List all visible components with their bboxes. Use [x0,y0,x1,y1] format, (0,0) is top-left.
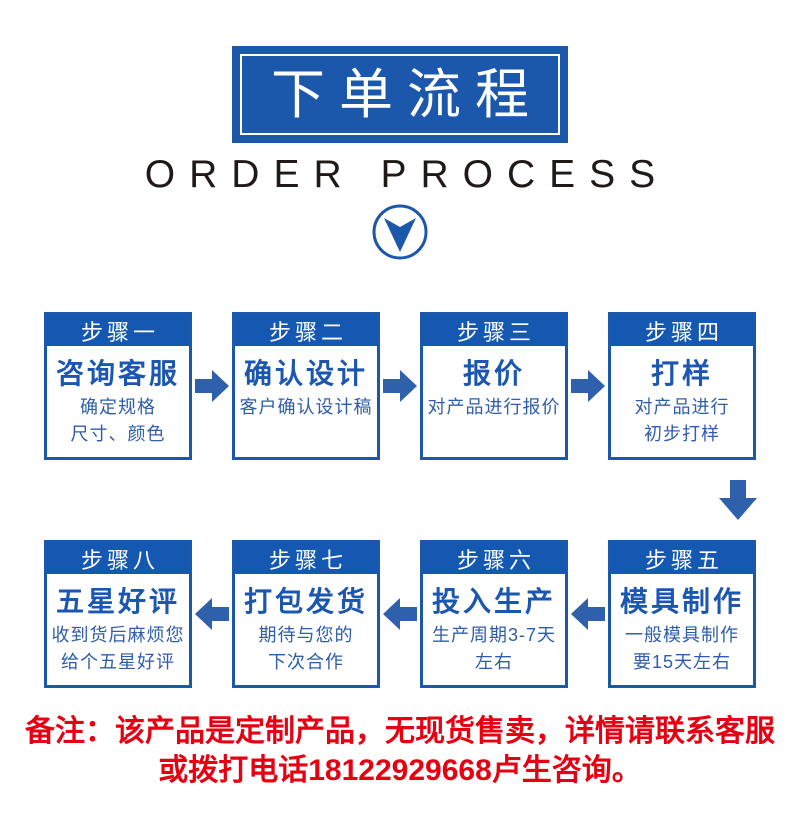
step-label: 步骤七 [235,543,377,574]
step-detail: 初步打样 [644,424,720,444]
arrow-right-icon [381,367,419,405]
step-title: 报价 [462,358,525,389]
step-card-1: 步骤一 咨询客服 确定规格 尺寸、颜色 [44,312,192,460]
step-label: 步骤三 [423,315,565,346]
arrow-left-icon [381,595,419,633]
remark-line-1: 备注：该产品是定制产品，无现货售卖，详情请联系客服 [25,715,775,748]
step-detail: 对产品进行 [634,397,730,417]
chevron-down-circle-icon [0,203,800,261]
arrow-left-icon [569,595,607,633]
arrow-right-icon [193,367,231,405]
step-label: 步骤五 [611,543,753,574]
step-label: 步骤六 [423,543,565,574]
step-title: 五星好评 [55,586,180,617]
step-title: 确认设计 [243,358,368,389]
title-banner-inner-border: 下单流程 [240,54,560,135]
step-detail: 生产周期3-7天 [431,625,556,645]
step-body: 咨询客服 确定规格 尺寸、颜色 [47,346,189,448]
step-label: 步骤一 [47,315,189,346]
remark-note: 备注：该产品是定制产品，无现货售卖，详情请联系客服 或拨打电话181229296… [0,712,800,790]
step-card-7: 步骤七 打包发货 期待与您的 下次合作 [232,540,380,688]
step-card-8: 步骤八 五星好评 收到货后麻烦您 给个五星好评 [44,540,192,688]
step-detail: 尺寸、颜色 [70,424,166,444]
step-detail: 期待与您的 [258,625,354,645]
step-label: 步骤八 [47,543,189,574]
remark-line-2: 或拨打电话18122929668卢生咨询。 [158,754,642,787]
step-body: 模具制作 一般模具制作 要15天左右 [611,574,753,676]
title-banner: 下单流程 [232,46,568,143]
flow-row-gap [44,460,757,540]
step-body: 五星好评 收到货后麻烦您 给个五星好评 [47,574,189,676]
step-title: 模具制作 [619,586,744,617]
step-card-6: 步骤六 投入生产 生产周期3-7天 左右 [420,540,568,688]
step-card-5: 步骤五 模具制作 一般模具制作 要15天左右 [608,540,756,688]
step-detail: 一般模具制作 [625,625,739,645]
step-label: 步骤四 [611,315,753,346]
step-body: 打包发货 期待与您的 下次合作 [235,574,377,676]
step-title: 打包发货 [243,586,368,617]
step-card-3: 步骤三 报价 对产品进行报价 [420,312,568,460]
step-title: 投入生产 [431,586,556,617]
flow-diagram: 步骤一 咨询客服 确定规格 尺寸、颜色 步骤二 确认设计 客户确认设计稿 [0,312,800,688]
arrow-down-icon [664,478,800,522]
step-card-4: 步骤四 打样 对产品进行 初步打样 [608,312,756,460]
step-title: 咨询客服 [55,358,180,389]
step-detail: 客户确认设计稿 [239,397,373,417]
step-card-2: 步骤二 确认设计 客户确认设计稿 [232,312,380,460]
step-detail: 收到货后麻烦您 [51,625,185,645]
page-title: 下单流程 [271,64,543,125]
page-subtitle: ORDER PROCESS [144,153,670,196]
step-body: 确认设计 客户确认设计稿 [235,346,377,421]
step-detail: 对产品进行报价 [427,397,561,417]
step-title: 打样 [650,358,713,389]
step-detail: 左右 [475,652,513,672]
step-detail: 下次合作 [268,652,344,672]
step-detail: 要15天左右 [632,652,732,672]
arrow-left-icon [193,595,231,633]
flow-row-bottom: 步骤八 五星好评 收到货后麻烦您 给个五星好评 步骤七 打包发货 期待与您的 下… [44,540,756,688]
arrow-right-icon [569,367,607,405]
flow-row-top: 步骤一 咨询客服 确定规格 尺寸、颜色 步骤二 确认设计 客户确认设计稿 [44,312,756,460]
step-detail: 确定规格 [80,397,156,417]
step-body: 报价 对产品进行报价 [423,346,565,421]
step-body: 打样 对产品进行 初步打样 [611,346,753,448]
step-body: 投入生产 生产周期3-7天 左右 [423,574,565,676]
step-label: 步骤二 [235,315,377,346]
step-detail: 给个五星好评 [61,652,175,672]
header-section: 下单流程 ORDER PROCESS [0,0,800,261]
